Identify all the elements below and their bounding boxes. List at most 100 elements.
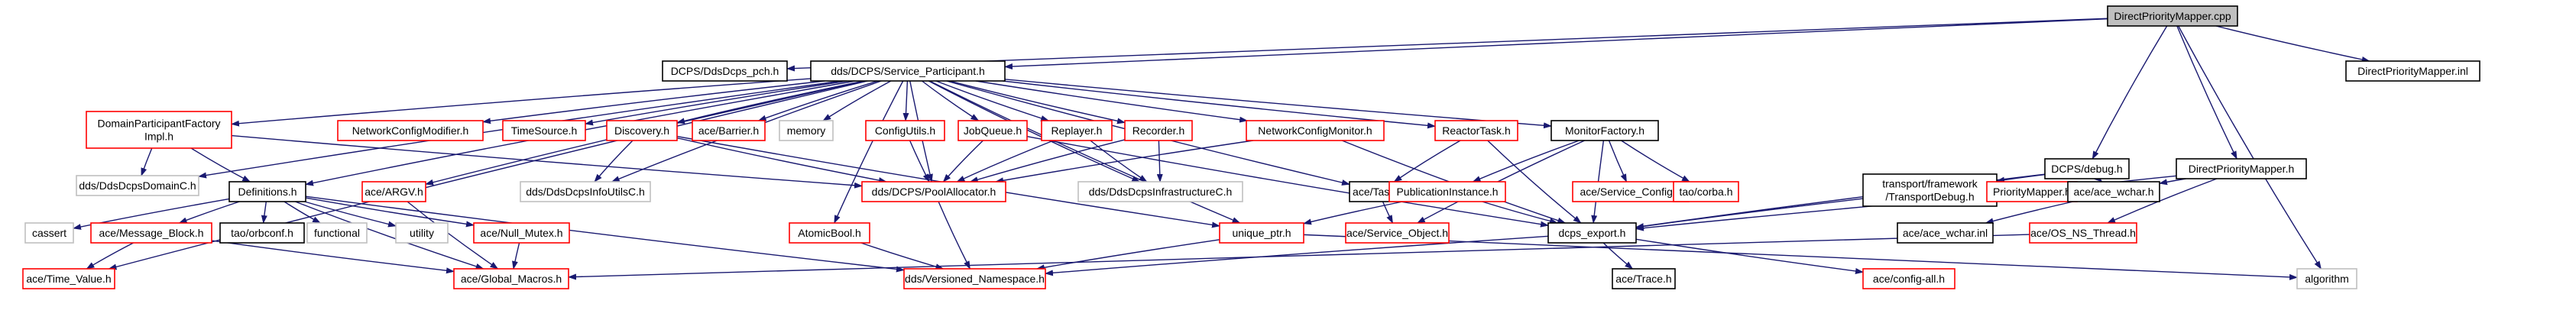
edge-defs-to-mb (178, 201, 240, 224)
edge-mb-to-gm (211, 240, 455, 274)
node-box (520, 181, 651, 202)
node-mb[interactable]: ace/Message_Block.h (90, 222, 212, 244)
node-nm[interactable]: ace/Null_Mutex.h (473, 222, 570, 244)
node-tv[interactable]: ace/Time_Value.h (22, 268, 115, 289)
node-ncmon[interactable]: NetworkConfigMonitor.h (1246, 120, 1385, 141)
node-label: dds/DCPS/Service_Participant.h (831, 65, 985, 77)
node-disc[interactable]: Discovery.h (606, 120, 678, 141)
node-argv[interactable]: ace/ARGV.h (361, 181, 426, 202)
node-algo: algorithm (2296, 268, 2357, 289)
node-defs[interactable]: Definitions.h (228, 181, 306, 202)
node-so[interactable]: ace/Service_Object.h (1345, 222, 1450, 244)
node-label: MonitorFactory.h (1565, 124, 1644, 137)
node-wchar[interactable]: ace/ace_wchar.h (2067, 181, 2160, 202)
edge-up-to-vn (1035, 239, 1220, 271)
edge-sp-to-mf (1004, 79, 1552, 129)
edge-sp-to-rep (935, 80, 1050, 121)
node-label: DirectPriorityMapper.h (2189, 163, 2295, 175)
node-label: transport/framework (1882, 178, 1978, 190)
edge-sp-to-barrier (757, 80, 879, 121)
node-root[interactable]: DirectPriorityMapper.cpp (2107, 5, 2238, 27)
node-box (306, 222, 368, 244)
node-label: DCPS/debug.h (2051, 163, 2122, 175)
node-pm[interactable]: PriorityMapper.h (1986, 181, 2078, 202)
node-box (1077, 181, 1243, 202)
node-cfgall[interactable]: ace/config-all.h (1862, 268, 1955, 289)
node-up[interactable]: unique_ptr.h (1219, 222, 1304, 244)
edge-de-to-cfgall (1635, 238, 1864, 274)
node-barrier[interactable]: ace/Barrier.h (692, 120, 766, 141)
edge-sp-to-disc (676, 80, 864, 124)
node-rt[interactable]: ReactorTask.h (1434, 120, 1518, 141)
node-sc[interactable]: ace/Service_Config.h (1572, 181, 1690, 202)
node-pch[interactable]: DCPS/DdsDcps_pch.h (662, 60, 788, 82)
node-label: PublicationInstance.h (1396, 186, 1498, 198)
node-box (1897, 222, 1994, 244)
node-dinf: dds/DdsDcpsInfrastructureC.h (1077, 181, 1243, 202)
node-label: ace/config-all.h (1873, 273, 1945, 285)
node-label: functional (314, 227, 360, 239)
node-box (903, 268, 1046, 289)
node-box (1986, 181, 2078, 202)
node-wcharinl[interactable]: ace/ace_wchar.inl (1897, 222, 1994, 244)
file-nodes: DirectPriorityMapper.cppDCPS/DdsDcps_pch… (22, 5, 2480, 289)
edge-sp-to-ts (585, 80, 847, 126)
edge-sp-to-dpfi (231, 78, 812, 127)
node-box (24, 222, 74, 244)
node-ts[interactable]: TimeSource.h (502, 120, 586, 141)
node-dpminl[interactable]: DirectPriorityMapper.inl (2345, 60, 2480, 82)
node-label: NetworkConfigMonitor.h (1258, 124, 1372, 137)
node-box (606, 120, 678, 141)
node-box (1547, 222, 1637, 244)
edge-root-to-dpminl (2215, 25, 2370, 63)
node-pa[interactable]: dds/DCPS/PoolAllocator.h (861, 181, 1006, 202)
dependency-edges (73, 18, 2370, 280)
node-cu[interactable]: ConfigUtils.h (865, 120, 945, 141)
edge-defs-to-gm (295, 201, 484, 270)
node-ab[interactable]: AtomicBool.h (789, 222, 870, 244)
node-box (453, 268, 569, 289)
node-box (1862, 173, 1998, 207)
node-box (219, 222, 305, 244)
node-pi[interactable]: PublicationInstance.h (1388, 181, 1506, 202)
node-osns[interactable]: ace/OS_NS_Thread.h (2029, 222, 2137, 244)
edge-sp-to-ncmod (482, 80, 825, 124)
node-label: tao/orbconf.h (231, 227, 293, 239)
node-sp[interactable]: dds/DCPS/Service_Participant.h (810, 60, 1006, 82)
node-label: ace/Trace.h (1615, 273, 1671, 285)
edge-mb-to-tv (86, 242, 134, 270)
node-vn[interactable]: dds/Versioned_Namespace.h (903, 268, 1046, 289)
node-box (2345, 60, 2480, 82)
node-label: DirectPriorityMapper.cpp (2114, 10, 2231, 22)
node-label: ace/Message_Block.h (99, 227, 204, 239)
node-de[interactable]: dcps_export.h (1547, 222, 1637, 244)
node-label: ace/Global_Macros.h (461, 273, 562, 285)
node-label: Impl.h (144, 131, 173, 143)
node-orb[interactable]: tao/orbconf.h (219, 222, 305, 244)
node-gm[interactable]: ace/Global_Macros.h (453, 268, 569, 289)
node-ttd[interactable]: transport/framework/TransportDebug.h (1862, 173, 1998, 207)
node-corba[interactable]: tao/corba.h (1673, 181, 1739, 202)
node-mf[interactable]: MonitorFactory.h (1550, 120, 1659, 141)
edge-sp-to-dinf (928, 80, 1141, 183)
edge-root-to-algo (2178, 25, 2322, 270)
node-trace[interactable]: ace/Trace.h (1612, 268, 1676, 289)
edge-rep-to-pa (956, 140, 1054, 183)
node-jq[interactable]: JobQueue.h (957, 120, 1028, 141)
node-dpmh[interactable]: DirectPriorityMapper.h (2176, 158, 2307, 179)
node-ncmod[interactable]: NetworkConfigModifier.h (337, 120, 484, 141)
node-box (1041, 120, 1113, 141)
node-box (86, 111, 232, 149)
node-label: DirectPriorityMapper.inl (2357, 65, 2468, 77)
node-rep[interactable]: Replayer.h (1041, 120, 1113, 141)
node-label: ace/ace_wchar.h (2073, 186, 2153, 198)
node-debug[interactable]: DCPS/debug.h (2044, 158, 2130, 179)
node-rec[interactable]: Recorder.h (1124, 120, 1193, 141)
edge-de-to-trace (1602, 242, 1634, 270)
node-label: ace/Null_Mutex.h (480, 227, 562, 239)
edge-jq-to-pa (942, 140, 983, 183)
node-label: dds/DdsDcpsInfrastructureC.h (1089, 186, 1233, 198)
node-box (810, 60, 1006, 82)
